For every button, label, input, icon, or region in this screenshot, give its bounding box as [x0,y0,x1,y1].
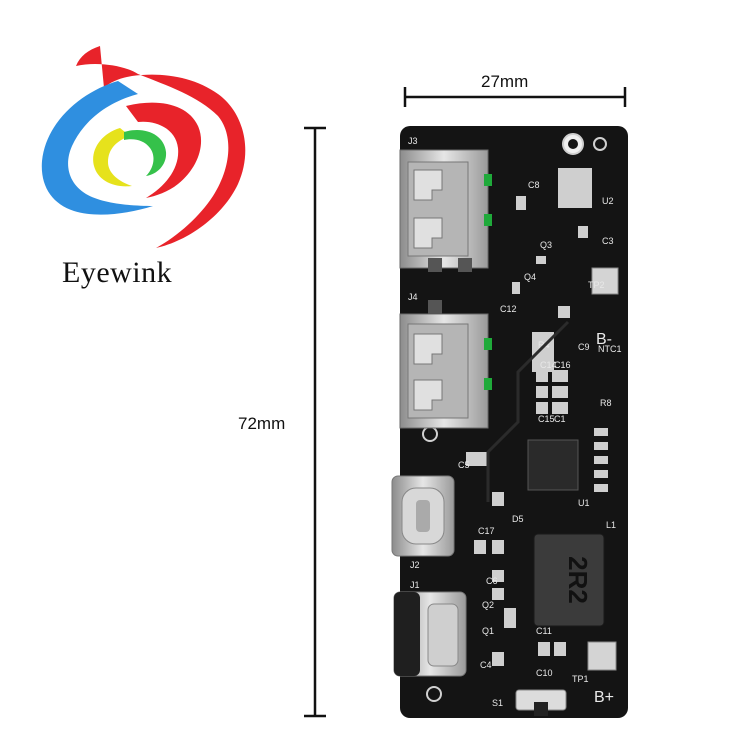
pcb-board: 2R2 J3 U2 C3 C8 Q3 Q4 TP2 J4 C12 R4 C9 N… [391,126,628,718]
label-c16: C16 [554,360,571,370]
logo-blue-swoosh [41,81,153,215]
test-pad-tp1 [587,641,617,671]
smd-components [466,168,608,666]
brand-name: Eyewink [62,256,173,289]
logo-red-lower-swoosh [126,102,202,198]
ic-u1 [527,439,579,491]
logo-green-swoosh [124,130,167,176]
height-dimension-line [304,126,326,718]
test-pad-tp2 [591,267,619,295]
label-c10: C10 [536,668,553,678]
label-tp1: TP1 [572,674,589,684]
micro-usb-port-j1 [393,591,467,677]
label-s1: S1 [492,698,503,708]
label-l1: L1 [606,520,616,530]
label-c12: C12 [500,304,517,314]
label-c6: C6 [486,576,498,586]
label-c5: C5 [458,460,470,470]
label-c14: C14 [540,360,557,370]
label-c3: C3 [602,236,614,246]
label-c4: C4 [480,660,492,670]
mounting-hole [593,137,607,151]
label-q2: Q2 [482,600,494,610]
label-c9: C9 [578,342,590,352]
brand-logo [41,46,246,248]
width-dimension-line [403,87,627,107]
label-j3: J3 [408,136,418,146]
label-j4: J4 [408,292,418,302]
usb-c-port-j2 [391,475,455,557]
label-r8: R8 [600,398,612,408]
label-j1: J1 [410,580,420,590]
height-label: 72mm [238,414,286,433]
inductor-l1: 2R2 [533,533,605,627]
label-c1: C1 [554,414,566,424]
width-label: 27mm [481,72,529,91]
label-q1: Q1 [482,626,494,636]
label-c17: C17 [478,526,495,536]
label-c8: C8 [528,180,540,190]
label-q3: Q3 [540,240,552,250]
svg-text:2R2: 2R2 [563,556,593,604]
logo-red-swoosh [76,46,246,248]
label-c15: C15 [538,414,555,424]
logo-yellow-swoosh [93,128,132,187]
label-ntc1: NTC1 [598,344,622,354]
label-j2: J2 [410,560,420,570]
label-u2: U2 [602,196,614,206]
mounting-hole [426,686,442,702]
pcb-trace [486,320,570,502]
label-d5: D5 [512,514,524,524]
label-c11: C11 [536,626,552,636]
usb-a-port-j4 [399,300,489,429]
label-q4: Q4 [524,272,536,282]
label-tp2: TP2 [588,280,605,290]
mounting-hole [422,426,438,442]
label-b-minus: B- [596,331,612,348]
label-b-plus: B+ [594,689,614,706]
usb-a-port-j3 [399,149,489,272]
label-u1: U1 [578,498,590,508]
